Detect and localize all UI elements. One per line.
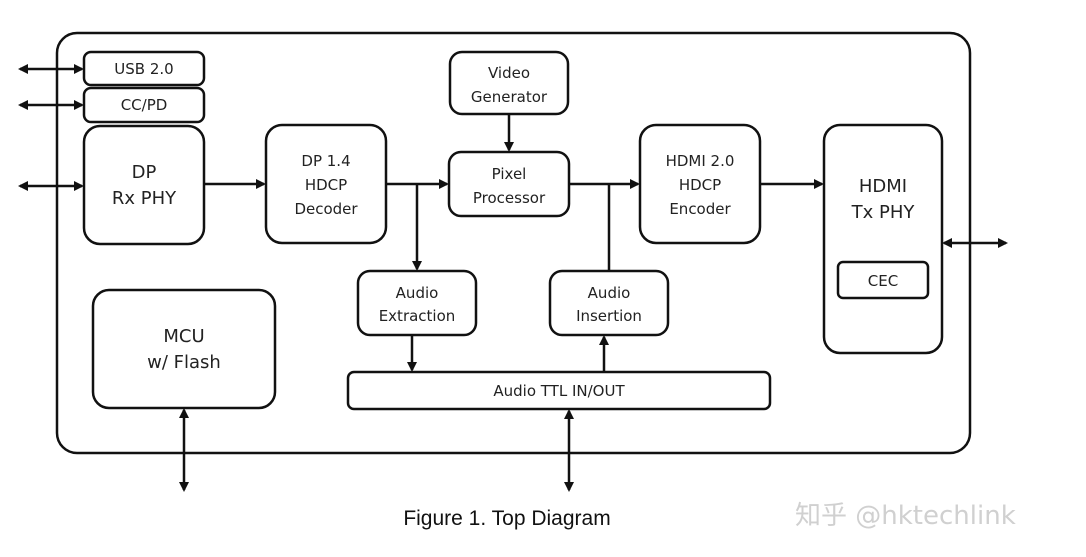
hdcp-decoder-block: DP 1.4 HDCP Decoder <box>264 123 388 245</box>
svg-text:DP: DP <box>132 162 157 183</box>
svg-text:Tx PHY: Tx PHY <box>851 202 916 223</box>
video-generator-block: Video Generator <box>448 50 570 116</box>
svg-text:Extraction: Extraction <box>379 307 456 325</box>
svg-text:MCU: MCU <box>163 326 204 347</box>
ccpd-block: CC/PD <box>82 86 206 124</box>
dp-rx-phy-block: DP Rx PHY <box>82 124 206 246</box>
figure-caption: Figure 1. Top Diagram <box>403 507 610 530</box>
audio-insertion-block: Audio Insertion <box>548 269 670 337</box>
watermark: 知乎 @hktechlink <box>795 501 1016 531</box>
audio-ttl-block: Audio TTL IN/OUT <box>346 370 772 411</box>
svg-text:Generator: Generator <box>471 88 548 106</box>
svg-text:DP 1.4: DP 1.4 <box>301 152 350 170</box>
svg-text:CC/PD: CC/PD <box>121 96 168 114</box>
svg-text:Processor: Processor <box>473 189 546 207</box>
svg-text:Audio TTL IN/OUT: Audio TTL IN/OUT <box>493 382 625 400</box>
svg-text:w/ Flash: w/ Flash <box>147 352 221 373</box>
svg-text:CEC: CEC <box>868 272 898 290</box>
svg-text:HDMI: HDMI <box>859 176 907 197</box>
usb-block: USB 2.0 <box>82 50 206 87</box>
svg-text:Audio: Audio <box>396 284 439 302</box>
mcu-block: MCU w/ Flash <box>91 288 277 410</box>
svg-text:USB 2.0: USB 2.0 <box>114 60 173 78</box>
svg-text:Pixel: Pixel <box>492 165 527 183</box>
svg-text:Video: Video <box>488 64 530 82</box>
svg-text:HDCP: HDCP <box>305 176 347 194</box>
hdcp-encoder-block: HDMI 2.0 HDCP Encoder <box>638 123 762 245</box>
svg-text:HDCP: HDCP <box>679 176 721 194</box>
arrows <box>18 64 1008 492</box>
pixel-processor-block: Pixel Processor <box>447 150 571 218</box>
svg-text:Encoder: Encoder <box>669 200 731 218</box>
audio-extraction-block: Audio Extraction <box>356 269 478 337</box>
svg-text:Insertion: Insertion <box>576 307 642 325</box>
hdmi-tx-phy-block: HDMI Tx PHY CEC <box>822 123 944 355</box>
svg-text:Audio: Audio <box>588 284 631 302</box>
svg-text:Rx PHY: Rx PHY <box>112 188 177 209</box>
svg-text:HDMI 2.0: HDMI 2.0 <box>666 152 735 170</box>
svg-text:Decoder: Decoder <box>294 200 358 218</box>
